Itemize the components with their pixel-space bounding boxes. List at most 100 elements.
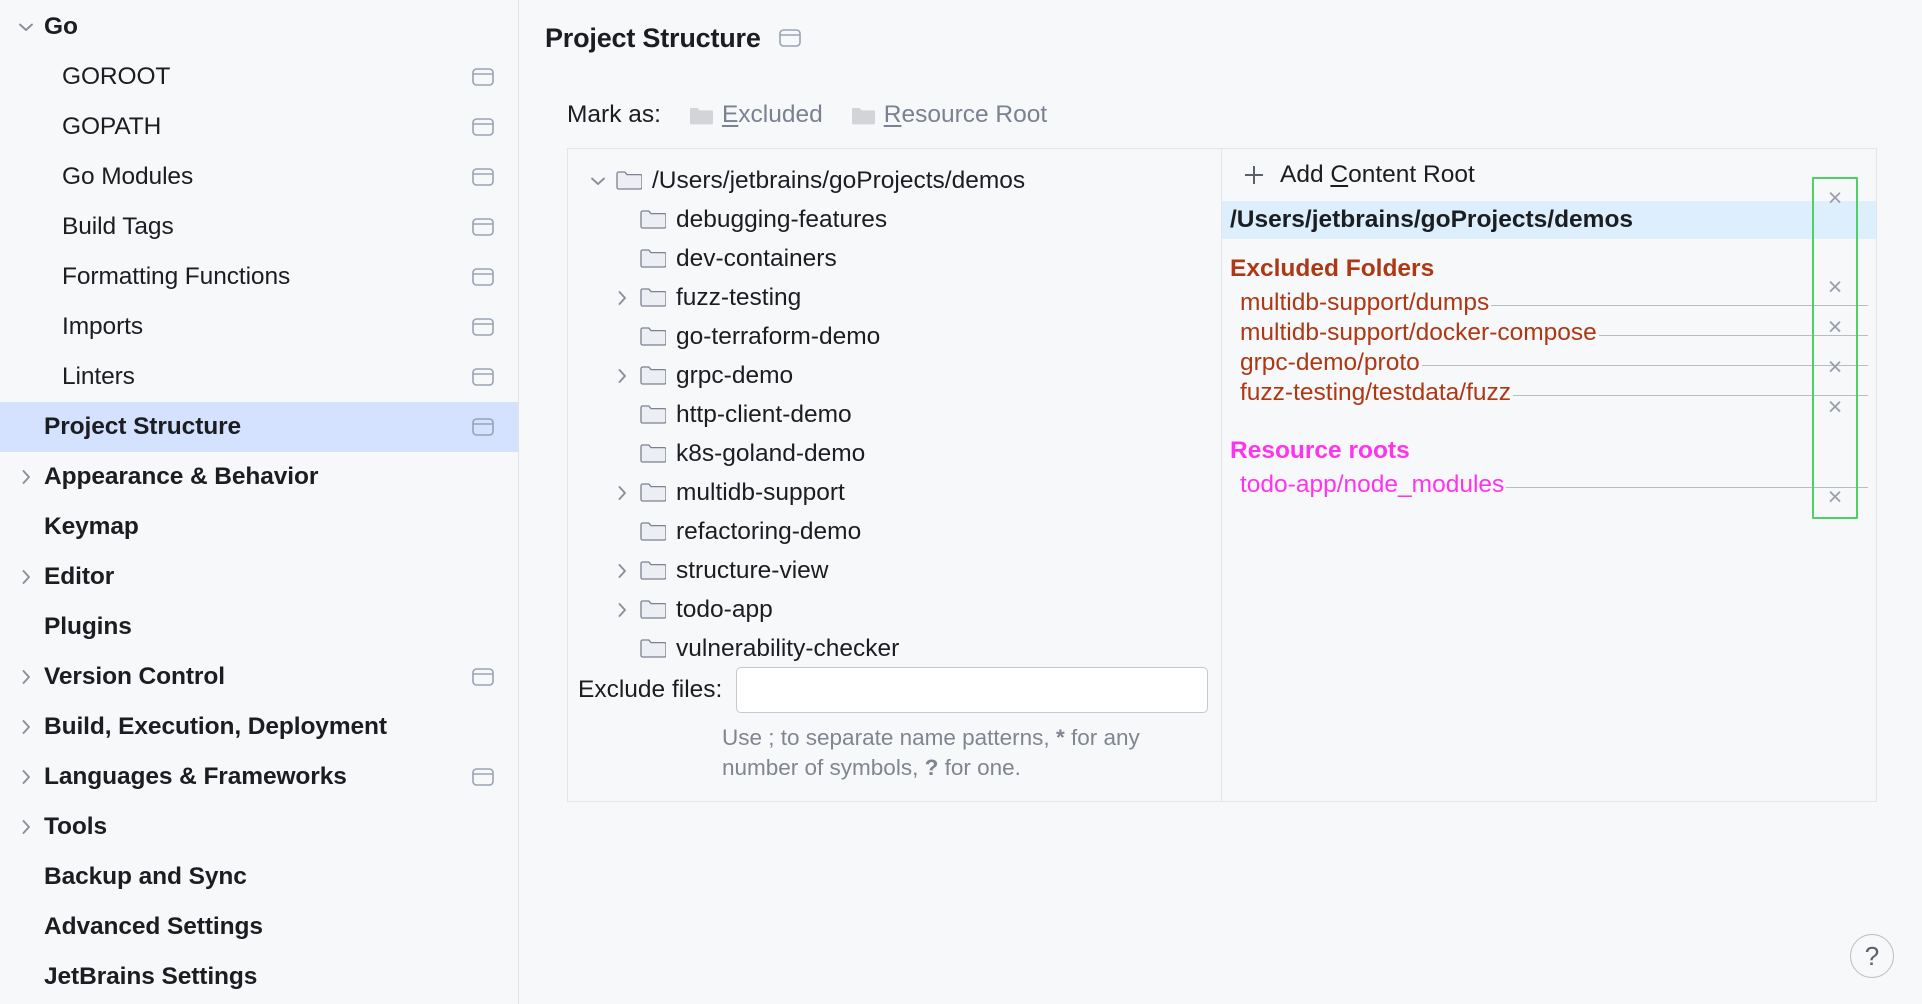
chevron-down-icon[interactable] bbox=[8, 17, 44, 37]
tree-row[interactable]: http-client-demo bbox=[568, 395, 1221, 434]
sidebar-item-label: Build Tags bbox=[62, 213, 174, 240]
sidebar-item-label: Project Structure bbox=[44, 413, 242, 440]
mark-as-resource-root-button[interactable]: Resource Root bbox=[851, 101, 1047, 129]
excluded-path-row[interactable]: fuzz-testing/testdata/fuzz bbox=[1222, 379, 1876, 409]
folder-icon bbox=[640, 404, 667, 425]
tree-row[interactable]: structure-view bbox=[568, 551, 1221, 590]
tree-row[interactable]: todo-app bbox=[568, 590, 1221, 629]
mark-as-resource-root-label: Resource Root bbox=[883, 101, 1048, 128]
mark-as-excluded-button[interactable]: Excluded bbox=[689, 101, 823, 129]
chevron-right-icon[interactable] bbox=[8, 567, 44, 587]
tree-row[interactable]: k8s-goland-demo bbox=[568, 434, 1221, 473]
sidebar-item-jetbrains-settings[interactable]: JetBrains Settings bbox=[0, 952, 518, 1002]
chevron-down-icon[interactable] bbox=[580, 171, 616, 191]
tree-row-label: vulnerability-checker bbox=[676, 634, 900, 662]
chevron-right-icon[interactable] bbox=[604, 561, 640, 581]
copy-settings-icon[interactable] bbox=[472, 118, 494, 136]
copy-settings-icon[interactable] bbox=[472, 318, 494, 336]
sidebar-item-build-tags[interactable]: Build Tags bbox=[0, 202, 518, 252]
resource-path-row[interactable]: todo-app/node_modules bbox=[1222, 471, 1876, 501]
sidebar-item-label: Backup and Sync bbox=[44, 863, 247, 890]
page-title: Project Structure bbox=[545, 22, 761, 53]
sidebar-item-editor[interactable]: Editor bbox=[0, 552, 518, 602]
remove-excluded-folder-button[interactable]: × bbox=[1814, 387, 1856, 427]
sidebar-item-build-execution-deployment[interactable]: Build, Execution, Deployment bbox=[0, 702, 518, 752]
excluded-path-row[interactable]: multidb-support/docker-compose bbox=[1222, 319, 1876, 349]
tree-row[interactable]: fuzz-testing bbox=[568, 278, 1221, 317]
sidebar-item-version-control[interactable]: Version Control bbox=[0, 652, 518, 702]
copy-settings-icon[interactable] bbox=[472, 268, 494, 286]
copy-settings-icon[interactable] bbox=[472, 768, 494, 786]
tree-row-label: todo-app bbox=[676, 595, 773, 623]
sidebar-item-go-modules[interactable]: Go Modules bbox=[0, 152, 518, 202]
add-content-root-button[interactable]: Add Content Root bbox=[1222, 149, 1876, 201]
tree-row[interactable]: multidb-support bbox=[568, 473, 1221, 512]
tree-row[interactable]: refactoring-demo bbox=[568, 512, 1221, 551]
exclude-files-block: Exclude files: Use ; to separate name pa… bbox=[568, 667, 1221, 801]
excluded-path-row[interactable]: grpc-demo/proto bbox=[1222, 349, 1876, 379]
close-icon: × bbox=[1827, 482, 1843, 511]
path-underline bbox=[1513, 395, 1868, 396]
sidebar-item-advanced-settings[interactable]: Advanced Settings bbox=[0, 902, 518, 952]
sidebar-item-gopath[interactable]: GOPATH bbox=[0, 102, 518, 152]
folder-icon bbox=[640, 521, 667, 542]
sidebar-item-formatting-functions[interactable]: Formatting Functions bbox=[0, 252, 518, 302]
sidebar-item-project-structure[interactable]: Project Structure bbox=[0, 402, 518, 452]
sidebar-item-linters[interactable]: Linters bbox=[0, 352, 518, 402]
tree-row[interactable]: debugging-features bbox=[568, 200, 1221, 239]
copy-settings-icon[interactable] bbox=[472, 218, 494, 236]
exclude-files-input[interactable] bbox=[736, 667, 1208, 714]
tree-row[interactable]: /Users/jetbrains/goProjects/demos bbox=[568, 161, 1221, 200]
tree-row[interactable]: go-terraform-demo bbox=[568, 317, 1221, 356]
sidebar-item-goroot[interactable]: GOROOT bbox=[0, 52, 518, 102]
sidebar-item-keymap[interactable]: Keymap bbox=[0, 502, 518, 552]
remove-buttons-column[interactable]: ×××××××× bbox=[1812, 177, 1858, 519]
tree-row[interactable]: vulnerability-checker bbox=[568, 629, 1221, 668]
sidebar-item-plugins[interactable]: Plugins bbox=[0, 602, 518, 652]
chevron-right-icon[interactable] bbox=[604, 366, 640, 386]
tree-row[interactable]: grpc-demo bbox=[568, 356, 1221, 395]
chevron-right-icon[interactable] bbox=[604, 483, 640, 503]
help-button[interactable]: ? bbox=[1850, 934, 1894, 978]
excluded-path-label: fuzz-testing/testdata/fuzz bbox=[1240, 379, 1511, 406]
excluded-path-row[interactable]: multidb-support/dumps bbox=[1222, 289, 1876, 319]
sidebar-item-imports[interactable]: Imports bbox=[0, 302, 518, 352]
folder-icon bbox=[640, 482, 667, 503]
sidebar-item-appearance-behavior[interactable]: Appearance & Behavior bbox=[0, 452, 518, 502]
copy-settings-icon[interactable] bbox=[472, 368, 494, 386]
chevron-right-icon[interactable] bbox=[8, 817, 44, 837]
chevron-right-icon[interactable] bbox=[8, 717, 44, 737]
copy-settings-icon[interactable] bbox=[472, 168, 494, 186]
chevron-right-icon[interactable] bbox=[8, 767, 44, 787]
sidebar-item-label: Appearance & Behavior bbox=[44, 463, 319, 490]
tree-row-label: go-terraform-demo bbox=[676, 322, 881, 350]
copy-settings-icon[interactable] bbox=[472, 668, 494, 686]
remove-excluded-folder-button[interactable]: × bbox=[1814, 307, 1856, 347]
chevron-right-icon[interactable] bbox=[604, 288, 640, 308]
remove-resource-root-button[interactable]: × bbox=[1814, 477, 1856, 517]
remove-excluded-folder-button[interactable]: × bbox=[1814, 267, 1856, 307]
sidebar-item-label: Imports bbox=[62, 313, 143, 340]
tree-row-label: structure-view bbox=[676, 556, 829, 584]
sidebar-item-backup-and-sync[interactable]: Backup and Sync bbox=[0, 852, 518, 902]
sidebar-item-go[interactable]: Go bbox=[0, 2, 518, 52]
chevron-right-icon[interactable] bbox=[8, 667, 44, 687]
tree-row[interactable]: dev-containers bbox=[568, 239, 1221, 278]
close-icon: × bbox=[1827, 352, 1843, 381]
copy-settings-icon[interactable] bbox=[778, 29, 801, 47]
sidebar-item-label: Go bbox=[44, 13, 78, 40]
chevron-right-icon[interactable] bbox=[8, 467, 44, 487]
content-root-entry[interactable]: /Users/jetbrains/goProjects/demos bbox=[1222, 201, 1876, 239]
page-title-row: Project Structure bbox=[545, 0, 1922, 53]
copy-settings-icon[interactable] bbox=[472, 418, 494, 436]
remove-excluded-folder-button[interactable]: × bbox=[1814, 347, 1856, 387]
sidebar-item-tools[interactable]: Tools bbox=[0, 802, 518, 852]
sidebar-item-languages-frameworks[interactable]: Languages & Frameworks bbox=[0, 752, 518, 802]
chevron-right-icon[interactable] bbox=[604, 600, 640, 620]
copy-settings-icon[interactable] bbox=[472, 68, 494, 86]
remove-content-root-button[interactable]: × bbox=[1814, 179, 1856, 217]
